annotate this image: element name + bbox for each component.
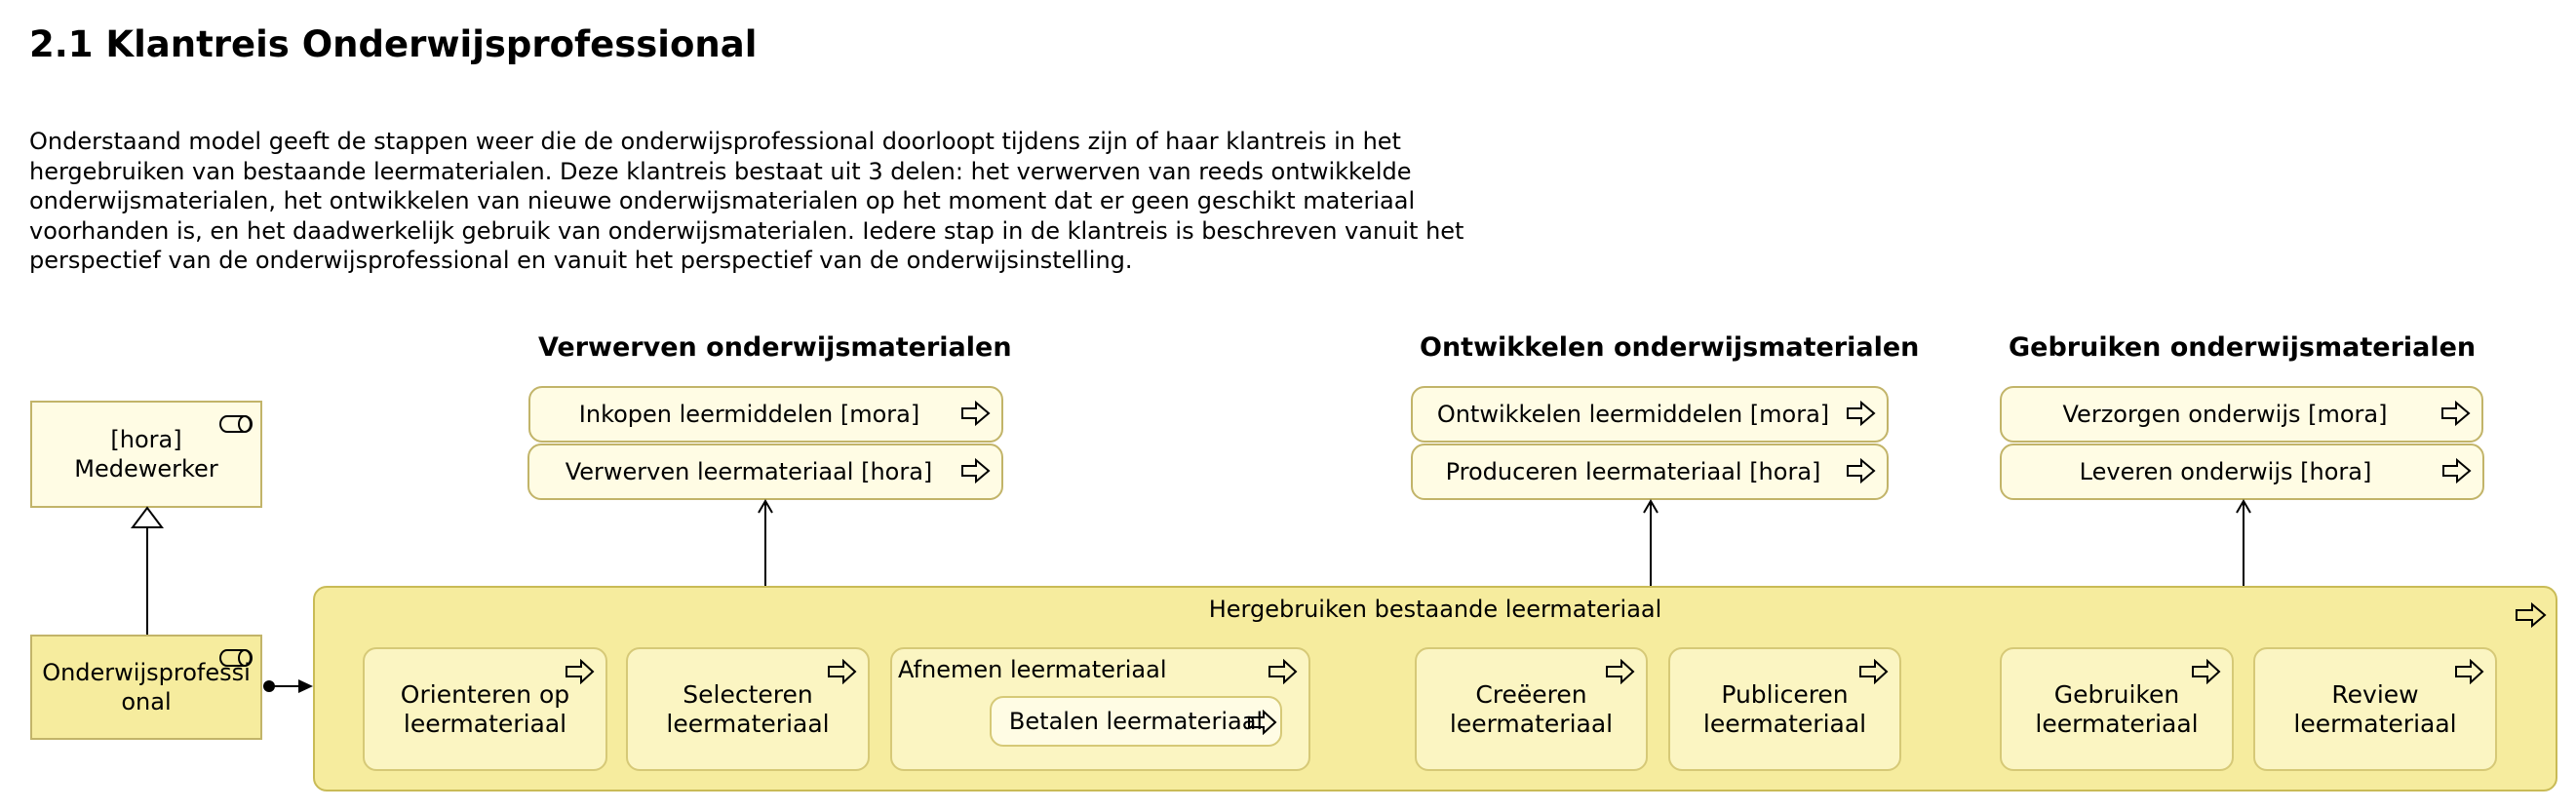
process-label-line: leermateriaal xyxy=(666,709,830,738)
role-label-line: Medewerker xyxy=(74,455,218,483)
intro-paragraph: Onderstaand model geeft de stappen weer … xyxy=(29,127,1464,276)
process-label-line: leermateriaal xyxy=(403,709,567,738)
process-arrow-icon xyxy=(2455,659,2484,684)
process-gebruiken[interactable]: Gebruiken leermateriaal xyxy=(2000,647,2234,771)
process-betalen[interactable]: Betalen leermateriaal xyxy=(990,696,1282,747)
process-orienteren[interactable]: Orienteren op leermateriaal xyxy=(363,647,607,771)
role-cylinder-icon xyxy=(219,649,253,667)
arrow-right-icon xyxy=(961,457,991,484)
process-group-hergebruiken[interactable]: Hergebruiken bestaande leermateriaal Ori… xyxy=(313,586,2557,792)
service-label: Inkopen leermiddelen [mora] xyxy=(578,401,920,428)
intro-line: Onderstaand model geeft de stappen weer … xyxy=(29,128,1401,155)
service-leveren-onderwijs[interactable]: Leveren onderwijs [hora] xyxy=(2000,444,2484,500)
process-arrow-icon xyxy=(1859,659,1889,684)
process-label-line: Selecteren xyxy=(683,679,813,709)
service-label: Ontwikkelen leermiddelen [mora] xyxy=(1436,401,1830,428)
arrow-right-icon xyxy=(1847,457,1876,484)
service-label: Verzorgen onderwijs [mora] xyxy=(2062,401,2388,428)
role-onderwijsprofessional[interactable]: Onderwijsprofessi onal xyxy=(30,635,262,740)
process-publiceren[interactable]: Publiceren leermateriaal xyxy=(1668,647,1901,771)
process-selecteren[interactable]: Selecteren leermateriaal xyxy=(626,647,870,771)
process-label-line: Publiceren xyxy=(1721,679,1849,709)
arrow-right-icon xyxy=(1847,400,1876,427)
assignment-dot xyxy=(263,680,275,692)
intro-line: perspectief van de onderwijsprofessional… xyxy=(29,247,1133,274)
intro-line: onderwijsmaterialen, het ontwikkelen van… xyxy=(29,187,1416,214)
process-group-title: Hergebruiken bestaande leermateriaal xyxy=(1208,596,1662,623)
process-arrow-icon xyxy=(566,659,595,684)
role-label-line: Onderwijsprofessi xyxy=(42,659,251,686)
role-medewerker[interactable]: [hora] Medewerker xyxy=(30,401,262,508)
intro-line: voorhanden is, en het daadwerkelijk gebr… xyxy=(29,216,1464,245)
service-label: Leveren onderwijs [hora] xyxy=(2079,458,2372,485)
arrow-right-icon xyxy=(961,400,991,427)
section-title-verwerven: Verwerven onderwijsmaterialen xyxy=(538,332,1012,363)
process-arrow-icon xyxy=(1606,659,1635,684)
process-arrow-icon xyxy=(1268,659,1298,684)
process-label-line: leermateriaal xyxy=(1702,709,1867,738)
arrow-right-icon xyxy=(2442,457,2472,484)
role-label-line: [hora] xyxy=(110,426,182,453)
assignment-arrowhead xyxy=(298,679,313,693)
process-review[interactable]: Review leermateriaal xyxy=(2253,647,2497,771)
arrow-right-icon xyxy=(2441,400,2471,427)
process-arrow-icon xyxy=(1248,710,1277,735)
service-label: Verwerven leermateriaal [hora] xyxy=(565,458,933,485)
process-arrow-icon xyxy=(2516,601,2547,629)
serving-arrowhead-ontwikkelen xyxy=(1643,499,1659,514)
service-inkopen-leermiddelen[interactable]: Inkopen leermiddelen [mora] xyxy=(528,386,1003,443)
process-label-line: Creëeren xyxy=(1475,679,1587,709)
process-creeeren[interactable]: Creëeren leermateriaal xyxy=(1415,647,1648,771)
process-label-line: leermateriaal xyxy=(2293,709,2457,738)
service-ontwikkelen-leermiddelen[interactable]: Ontwikkelen leermiddelen [mora] xyxy=(1411,386,1889,443)
process-label-line: Gebruiken xyxy=(2053,679,2180,709)
process-label-line: Review xyxy=(2331,679,2419,709)
process-label-line: leermateriaal xyxy=(2035,709,2199,738)
page-title: 2.1 Klantreis Onderwijsprofessional xyxy=(29,23,758,65)
process-label-line: Orienteren op xyxy=(400,679,570,709)
intro-line: hergebruiken van bestaande leermateriale… xyxy=(29,157,1412,185)
serving-arrowhead-verwerven xyxy=(758,499,773,514)
service-verwerven-leermateriaal[interactable]: Verwerven leermateriaal [hora] xyxy=(527,444,1003,500)
process-label-line: leermateriaal xyxy=(1449,709,1614,738)
process-afnemen[interactable]: Afnemen leermateriaal Betalen leermateri… xyxy=(890,647,1310,771)
process-label: Afnemen leermateriaal xyxy=(898,656,1167,683)
process-label: Betalen leermateriaal xyxy=(1008,708,1264,735)
service-produceren-leermateriaal[interactable]: Produceren leermateriaal [hora] xyxy=(1411,444,1889,500)
specialization-arrowhead xyxy=(131,506,164,528)
section-title-ontwikkelen: Ontwikkelen onderwijsmaterialen xyxy=(1420,332,1920,363)
service-verzorgen-onderwijs[interactable]: Verzorgen onderwijs [mora] xyxy=(2000,386,2483,443)
process-arrow-icon xyxy=(828,659,857,684)
role-cylinder-icon xyxy=(219,415,253,433)
process-arrow-icon xyxy=(2192,659,2221,684)
serving-arrowhead-gebruiken xyxy=(2236,499,2251,514)
section-title-gebruiken: Gebruiken onderwijsmaterialen xyxy=(2009,332,2477,363)
role-label-line: onal xyxy=(121,688,172,715)
service-label: Produceren leermateriaal [hora] xyxy=(1445,458,1821,485)
